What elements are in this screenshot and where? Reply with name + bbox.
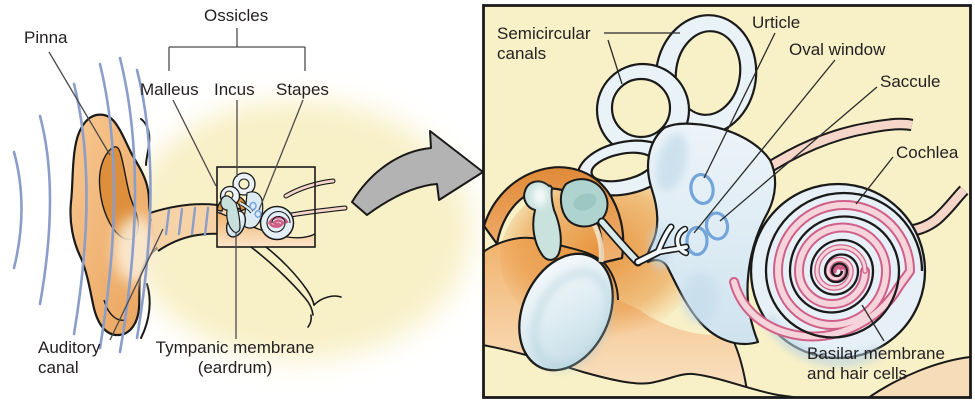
saccule-circle [704, 211, 730, 241]
ossicles-bracket [168, 28, 306, 71]
saccule-leader [719, 86, 878, 222]
urticle-leader [703, 32, 776, 179]
label-oval-window: Oval window [789, 40, 886, 59]
auditory-canal-shape [149, 203, 241, 252]
cochlea-spiral [764, 191, 924, 339]
label-incus: Incus [214, 80, 255, 99]
mini-malleus [220, 195, 241, 233]
basilar-leader [861, 304, 885, 342]
label-stapes: Stapes [276, 80, 329, 99]
label-auditory-canal: Auditory canal [38, 338, 101, 378]
cochlea-leader [855, 156, 894, 205]
auditory-leader [109, 228, 164, 341]
label-pinna: Pinna [24, 28, 68, 47]
sound-waves [12, 56, 152, 354]
label-saccule: Saccule [880, 72, 941, 91]
oval-window-leader [693, 59, 836, 234]
label-malleus: Malleus [140, 80, 199, 99]
cochlea-shape [729, 182, 927, 367]
inset-region [216, 166, 348, 248]
stapes-leader [258, 99, 304, 211]
left-leader-lines [48, 28, 306, 341]
oval-window-shape [685, 225, 709, 257]
pinna-leader [48, 51, 111, 156]
label-basilar-membrane: Basilar membrane and hair cells [807, 344, 945, 384]
label-urticle: Urticle [752, 13, 801, 32]
vestibule-shape [646, 122, 777, 346]
mini-nerve-tubes [283, 178, 348, 218]
throat-lines [250, 246, 342, 328]
malleus-shape [523, 180, 562, 261]
label-tympanic-membrane: Tympanic membrane (eardrum) [155, 338, 315, 378]
mini-cochlea [259, 205, 295, 241]
ossicles-shape [523, 178, 643, 267]
label-cochlea: Cochlea [896, 143, 959, 162]
panel-border [482, 4, 972, 399]
utricle-circle [689, 172, 715, 206]
label-semicircular-canals: Semicircular canals [497, 24, 591, 64]
right-leader-lines [604, 32, 894, 342]
stapes-shape [634, 223, 690, 266]
tympanic-membrane-shape [518, 252, 614, 372]
right-panel [482, 4, 972, 399]
neck-sliver [868, 357, 970, 398]
magnify-arrow-icon [351, 130, 484, 216]
label-ossicles: Ossicles [204, 6, 269, 25]
malleus-leader [172, 99, 217, 187]
lobe-line [103, 299, 127, 321]
semicircular-leader-d [607, 39, 623, 85]
ear-highlight [114, 216, 158, 284]
